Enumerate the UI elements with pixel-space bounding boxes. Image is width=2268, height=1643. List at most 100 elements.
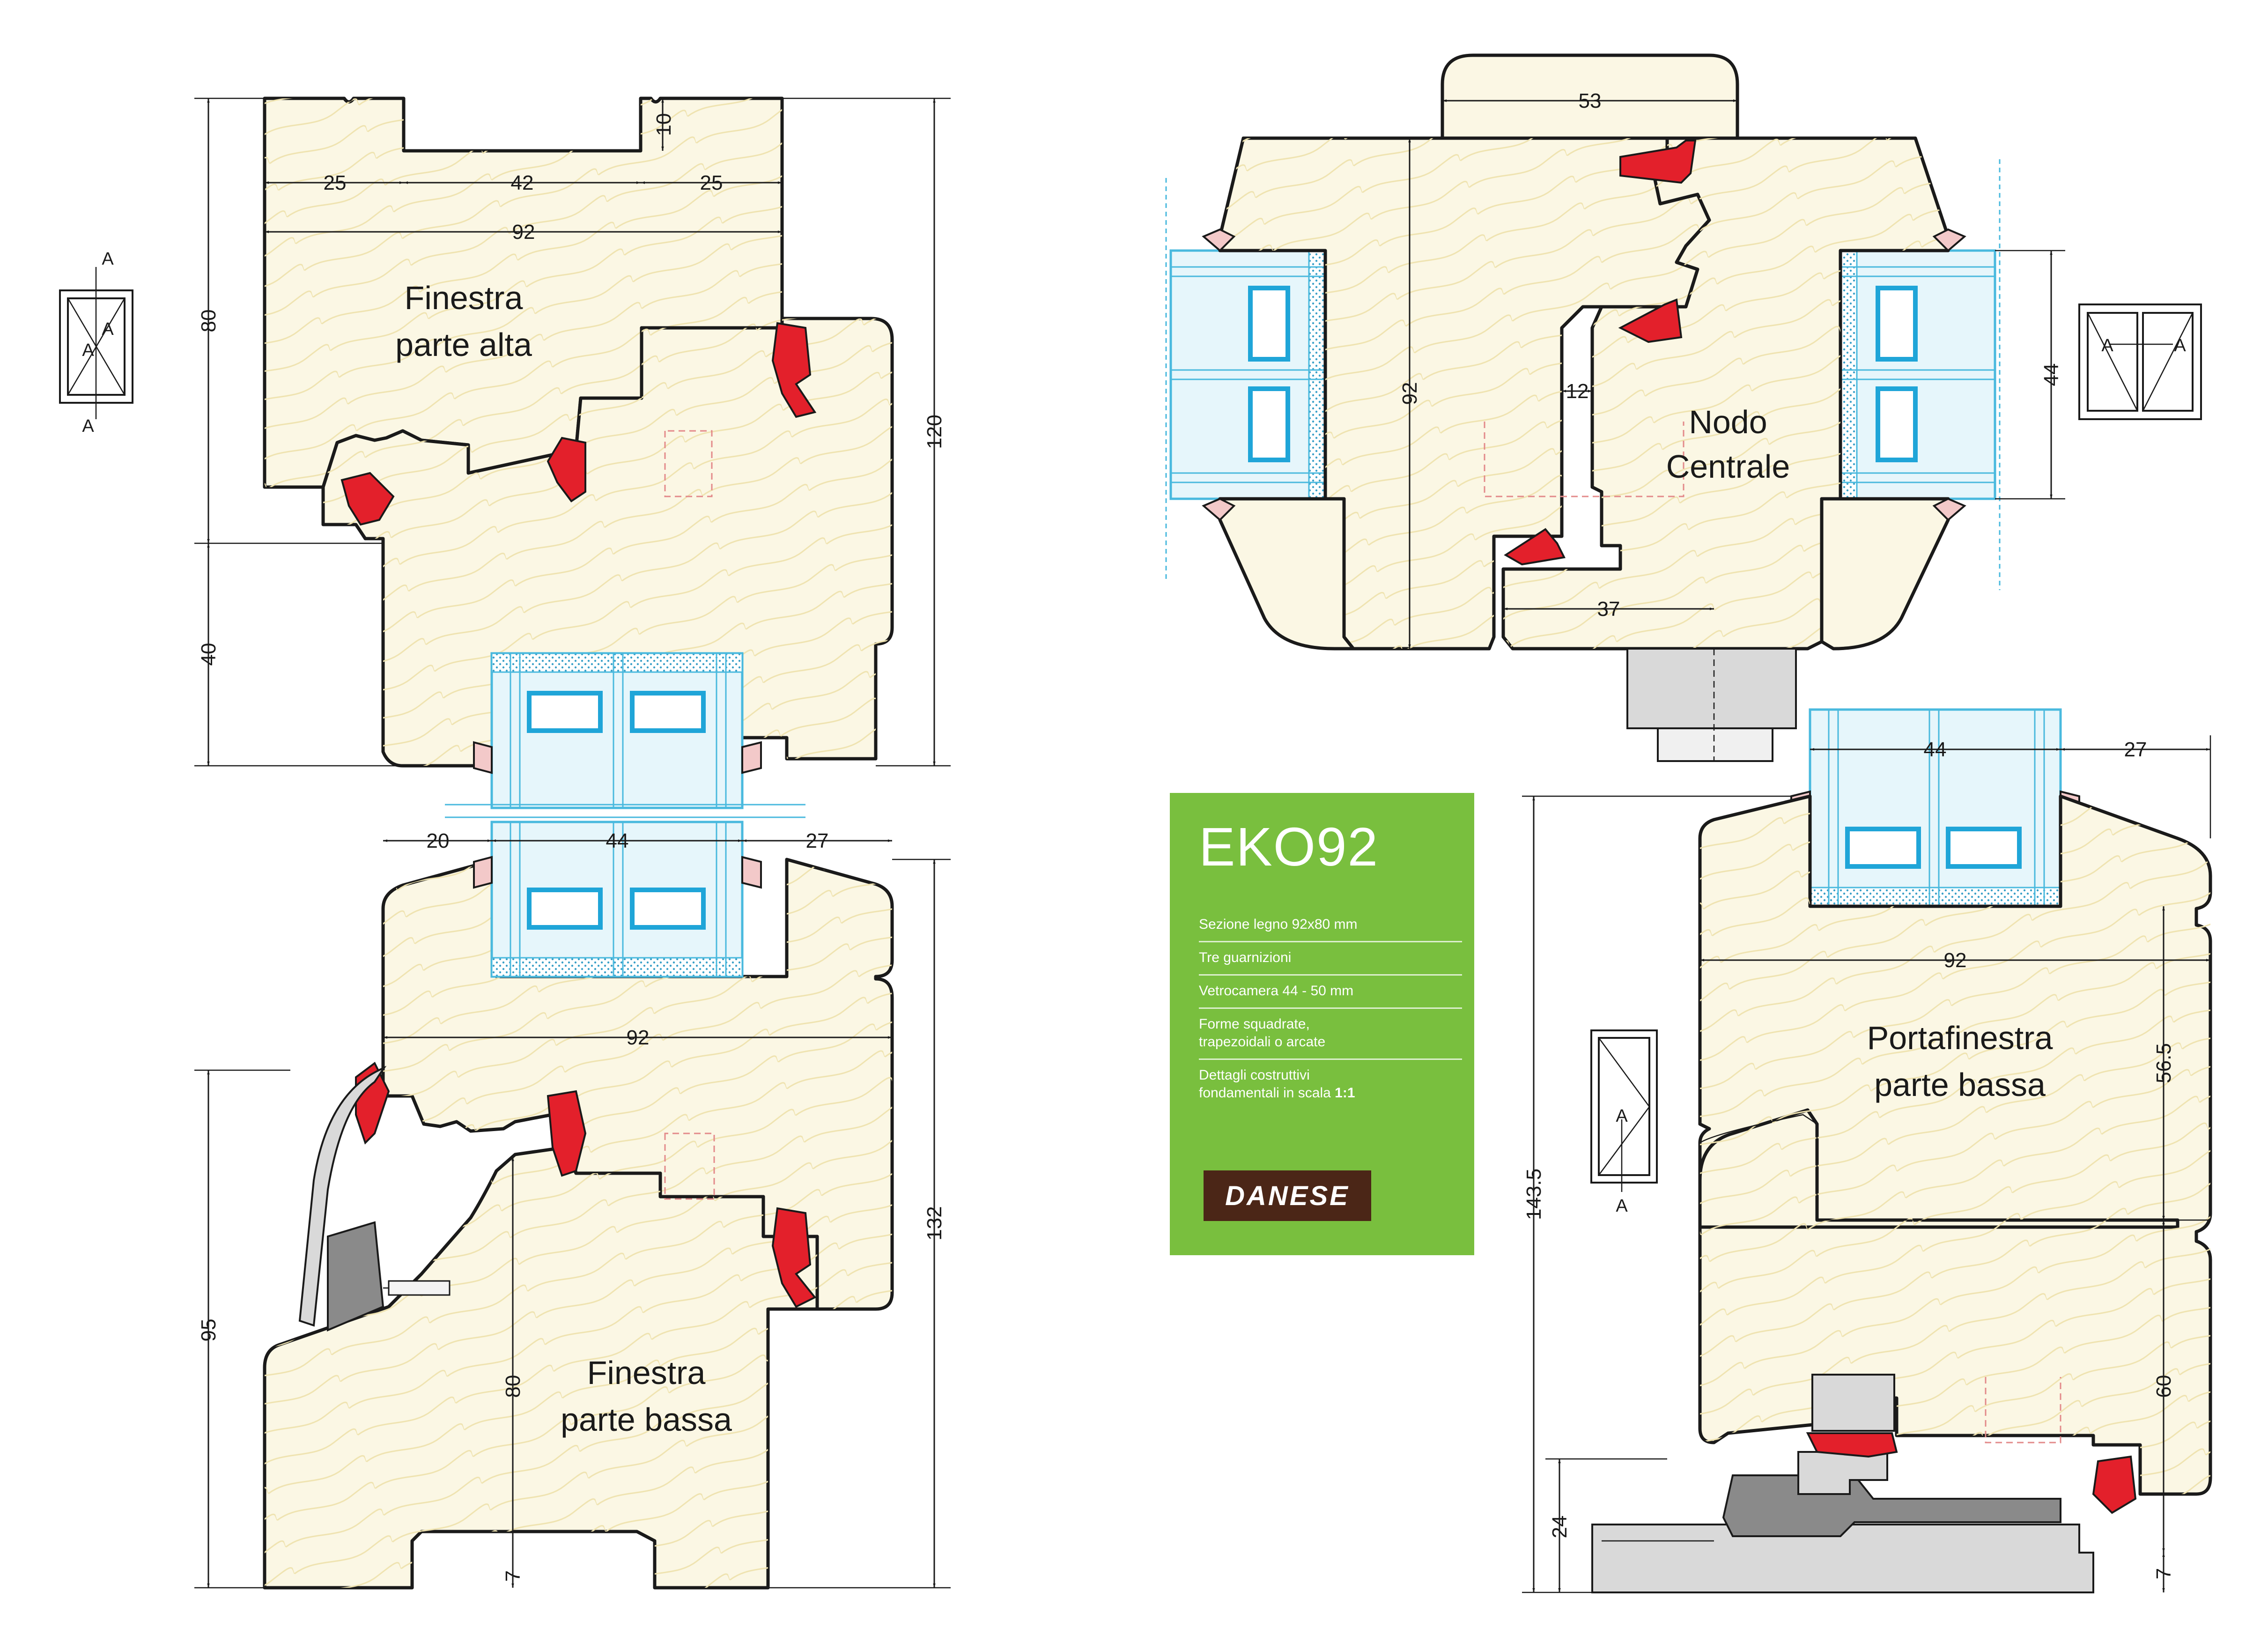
gasket-central-middle <box>1618 298 1683 343</box>
gasket-central-bottom <box>1504 528 1566 566</box>
glass-sealant-top <box>491 652 743 673</box>
handle-cap <box>1441 53 1739 140</box>
section-marker: A <box>1616 1106 1628 1126</box>
glass-spacer <box>630 691 706 733</box>
window-icon-right: A A <box>2078 303 2202 420</box>
screw-icon <box>388 1280 451 1296</box>
glass-spacer <box>630 888 706 930</box>
glazing-bead-bottom-left <box>473 856 493 889</box>
section-bottom-right: Portafinestra parte bassa 44 27 92 56.5 … <box>1522 708 2212 1593</box>
dim-tr-92: 92 <box>1398 382 1421 405</box>
frame-grain-bottom <box>265 1147 817 1588</box>
dim-bl-95: 95 <box>197 1319 220 1342</box>
hardware-hidden-top <box>664 430 713 497</box>
section-marker: A <box>2174 336 2186 355</box>
handle-base <box>1626 648 1797 729</box>
dim-bl-132: 132 <box>923 1206 946 1240</box>
dim-bl-92: 92 <box>627 1026 650 1049</box>
handle-lever <box>1657 727 1773 762</box>
glass-spacer <box>527 691 603 733</box>
feature-item: Tre guarnizioni <box>1199 942 1462 976</box>
window-opening-icon <box>2087 312 2194 411</box>
glazing-bead <box>1932 228 1966 252</box>
glazing-bead <box>1932 497 1966 521</box>
section-label-bottom-left-line1: Finestra <box>587 1354 706 1391</box>
dim-br-24: 24 <box>1548 1516 1571 1539</box>
door-bottom-channel <box>1811 1374 1895 1432</box>
gasket-door-outer <box>2092 1455 2137 1514</box>
central-right-sash-grain <box>1503 138 1948 649</box>
glass-spacer <box>527 888 603 930</box>
section-marker: A <box>1616 1196 1628 1216</box>
glazing-unit-top <box>473 652 762 809</box>
frame-grain-top <box>323 318 892 766</box>
dim-br-7: 7 <box>2152 1568 2175 1579</box>
section-top-right: Nodo Centrale 53 92 12 37 44 <box>1165 53 2065 762</box>
gasket-top-outer <box>771 322 817 418</box>
glazing-bead <box>1202 228 1236 252</box>
dim-tl-25a: 25 <box>324 171 347 194</box>
dim-tr-12: 12 <box>1566 380 1589 403</box>
section-label-top-right-line1: Nodo <box>1689 404 1767 440</box>
glass-spacer <box>1876 286 1918 362</box>
glass-spacer <box>1248 386 1290 462</box>
dim-tr-37: 37 <box>1597 598 1620 621</box>
section-label-bottom-right-line2: parte bassa <box>1874 1066 2046 1103</box>
drip-rail-base <box>327 1221 384 1332</box>
sash-grain-top <box>265 98 782 487</box>
dim-tr-44: 44 <box>2040 363 2063 386</box>
glass-spacer <box>1876 386 1918 462</box>
feature-list: Sezione legno 92x80 mm Tre guarnizioni V… <box>1199 909 1462 1110</box>
detail-scale: 1:1 <box>1335 1085 1355 1101</box>
dim-tl-120: 120 <box>923 414 946 449</box>
glazing-bead-bottom-right <box>741 856 762 889</box>
section-top-left: Finestra parte alta 25 42 25 92 10 80 40… <box>194 96 951 809</box>
gasket-top-middle <box>547 437 586 503</box>
dim-br-143-5: 143.5 <box>1522 1169 1545 1220</box>
glass-sealant-bottom <box>491 957 743 977</box>
detail-text: Dettagli costruttivi fondamentali in sca… <box>1199 1067 1331 1101</box>
drip-rail <box>298 1066 387 1327</box>
door-icon: A A <box>1590 1029 1658 1216</box>
dim-br-56-5: 56.5 <box>2152 1043 2175 1083</box>
dim-br-60: 60 <box>2152 1375 2175 1398</box>
dim-bl-27: 27 <box>806 829 829 852</box>
section-bottom-left: Finestra parte bassa 20 44 27 92 95 80 1… <box>194 821 951 1590</box>
danese-logo: DANESE <box>1204 1170 1371 1221</box>
central-right-sash-lower <box>1820 497 1950 651</box>
glazing-bead <box>1202 497 1236 521</box>
threshold-upper-profile <box>1797 1451 1888 1495</box>
gasket-threshold <box>1806 1432 1898 1458</box>
section-label-top-left-line2: parte alta <box>395 326 532 363</box>
feature-item: Forme squadrate, trapezoidali o arcate <box>1199 1009 1462 1060</box>
door-panel-joint <box>1699 1114 2210 1221</box>
gasket-central-top <box>1619 140 1697 184</box>
dim-tr-53: 53 <box>1579 89 1602 112</box>
dim-tl-40: 40 <box>197 643 220 666</box>
dim-tl-80: 80 <box>197 310 220 333</box>
section-marker: A <box>102 319 114 339</box>
glass-sealant <box>1840 250 1858 500</box>
dim-br-27: 27 <box>2124 738 2147 761</box>
hardware-hidden-central <box>1484 422 1684 497</box>
gasket-top-inner <box>340 472 395 526</box>
gasket-bottom-middle <box>547 1090 587 1177</box>
section-marker: A <box>102 249 114 269</box>
section-marker: A <box>82 416 94 436</box>
window-icon-left: A A A A <box>59 249 133 436</box>
dim-bl-20: 20 <box>427 829 450 852</box>
section-marker: A <box>2101 336 2113 355</box>
door-sash-icon <box>1598 1037 1650 1176</box>
product-info-panel: EKO92 Sezione legno 92x80 mm Tre guarniz… <box>1170 793 1474 1255</box>
door-opening-icon <box>1598 1037 1650 1176</box>
dim-br-44: 44 <box>1924 738 1947 761</box>
central-left-sash-grain <box>1220 138 1709 649</box>
glass-spacer <box>1946 827 2022 869</box>
product-title: EKO92 <box>1199 816 1379 877</box>
feature-item: Sezione legno 92x80 mm <box>1199 909 1462 942</box>
glass-spacer <box>1248 286 1290 362</box>
central-left-sash-lower <box>1218 497 1355 651</box>
feature-item: Vetrocamera 44 - 50 mm <box>1199 976 1462 1009</box>
threshold-profile <box>1591 1374 2137 1593</box>
